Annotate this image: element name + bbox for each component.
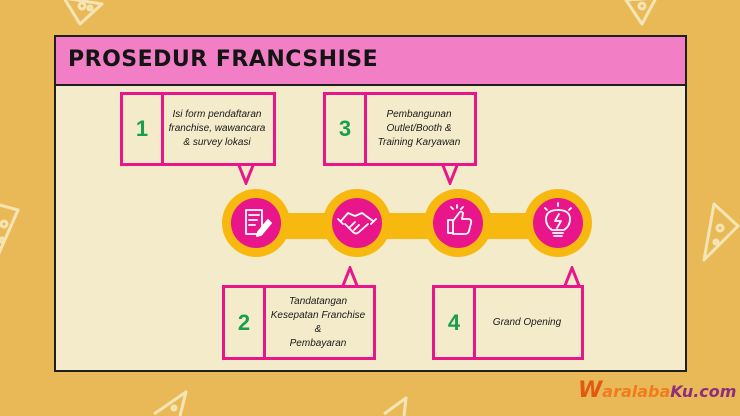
- step-box-3: 3 Pembangunan Outlet/Booth & Training Ka…: [323, 92, 477, 166]
- step-node-4: [524, 189, 592, 257]
- step-number-3: 3: [326, 95, 367, 163]
- lightbulb-icon: [544, 202, 572, 237]
- pizza-slice-icon: [0, 203, 20, 255]
- callout-pointer-2: [340, 266, 360, 288]
- title-bar: PROSEDUR FRANCSHISE: [56, 37, 685, 86]
- step-box-2: 2 Tandatangan Kesepatan Franchise & Pemb…: [222, 285, 376, 360]
- thumbs-up-icon: [447, 204, 473, 235]
- step-number-2: 2: [225, 288, 266, 357]
- pizza-slice-icon: [383, 396, 408, 416]
- step-node-2: [323, 189, 391, 257]
- pizza-slice-icon: [702, 202, 740, 262]
- page-title: PROSEDUR FRANCSHISE: [68, 47, 379, 72]
- pizza-slice-icon: [63, 0, 104, 26]
- step-box-1: 1 Isi form pendaftaran franchise, wawanc…: [120, 92, 276, 166]
- step-node-3: [424, 189, 492, 257]
- handshake-icon: [337, 212, 377, 235]
- callout-pointer-3: [440, 163, 460, 185]
- brand-logo-part1: aralaba: [602, 382, 671, 401]
- form-icon: [245, 209, 272, 237]
- step-node-1: [222, 189, 290, 257]
- brand-logo-part2: Ku.com: [670, 382, 737, 401]
- pizza-slice-icon: [153, 390, 188, 416]
- step-text-2: Tandatangan Kesepatan Franchise & Pembay…: [270, 295, 366, 349]
- chain-connector: [230, 213, 590, 239]
- callout-pointer-4: [562, 266, 582, 288]
- step-number-1: 1: [123, 95, 164, 163]
- brand-logo-initial: W: [578, 378, 603, 403]
- step-text-3: Pembangunan Outlet/Booth & Training Kary…: [377, 109, 461, 148]
- step-number-4: 4: [435, 288, 476, 357]
- brand-logo: WaralabaKu.com: [578, 378, 736, 403]
- step-text-4: Grand Opening: [492, 316, 562, 328]
- pizza-slice-icon: [624, 0, 657, 26]
- step-box-4: 4 Grand Opening: [432, 285, 584, 360]
- step-text-1: Isi form pendaftaran franchise, wawancar…: [168, 109, 266, 148]
- callout-pointer-1: [236, 163, 256, 185]
